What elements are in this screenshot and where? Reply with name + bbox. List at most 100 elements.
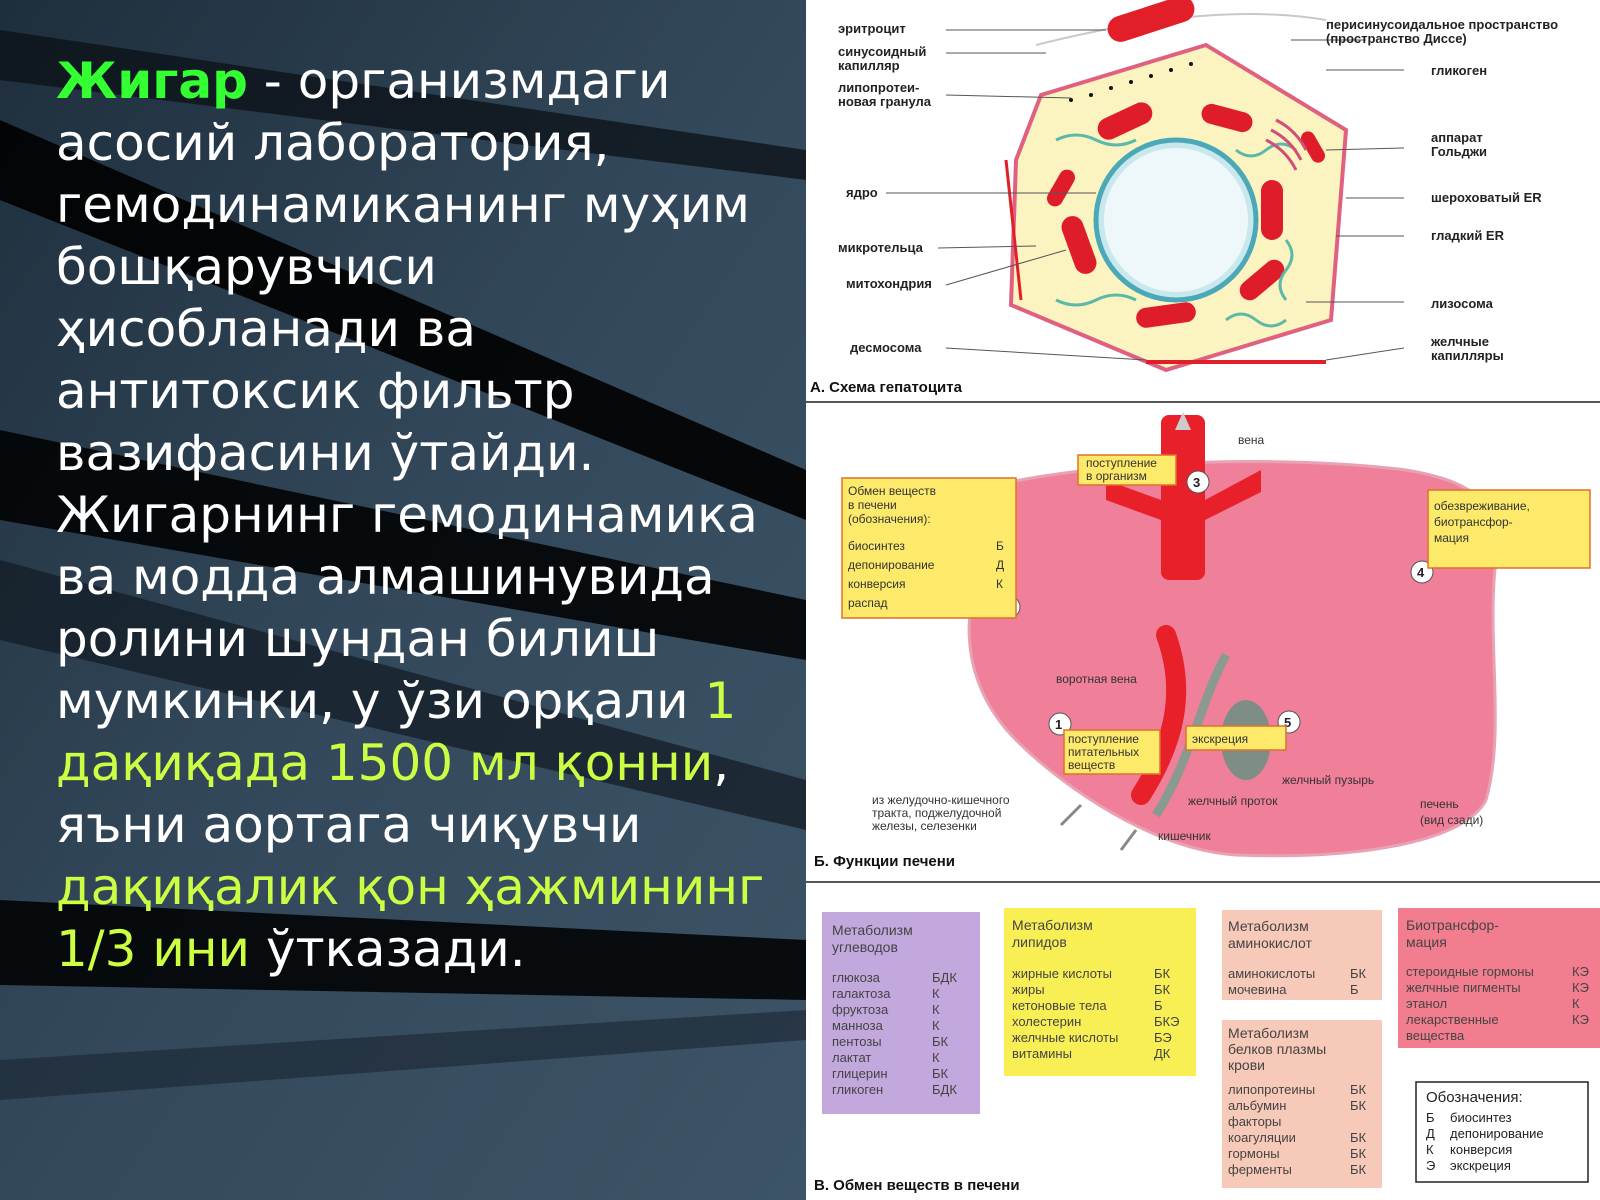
plasma-row-code: БК [1350, 1098, 1367, 1113]
legend-row-name: биосинтез [1450, 1110, 1512, 1125]
lipids-row-name: жиры [1012, 982, 1045, 997]
amino-row-name: аминокислоты [1228, 966, 1315, 981]
carbs-row-name: лактат [832, 1050, 871, 1065]
svg-text:крови: крови [1228, 1057, 1265, 1073]
carbs-row-name: галактоза [832, 986, 891, 1001]
label-bile-2: капилляры [1431, 348, 1504, 363]
label-disse-1: перисинусоидальное пространство [1326, 17, 1558, 32]
carbs-row-code: БДК [932, 970, 957, 985]
plasma-row-code: БК [1350, 1162, 1367, 1177]
svg-text:Обмен веществ: Обмен веществ [848, 484, 936, 498]
legend-row-code: Б [1426, 1110, 1435, 1125]
slide-main-text: Жигар - организмдаги асосий лаборатория,… [56, 50, 786, 980]
portal-vein [1131, 625, 1187, 805]
label-detox-1: обезвреживание, [1434, 499, 1530, 513]
carbs-row-code: К [932, 986, 940, 1001]
label-lipo-1: липопротеи- [838, 80, 919, 95]
label-golgi-1: аппарат [1431, 130, 1483, 145]
plasma-box [1222, 1020, 1382, 1188]
plasma-row-name: альбумин [1228, 1098, 1286, 1113]
lipids-row-name: кетоновые тела [1012, 998, 1107, 1013]
liver-functions-panel: 1 2 3 4 5 вена поступление в организм Об… [806, 412, 1600, 883]
keyword-liver: Жигар [56, 52, 248, 110]
svg-text:1: 1 [1055, 717, 1062, 732]
lipids-box [1004, 908, 1196, 1076]
carbs-row-code: К [932, 1050, 940, 1065]
legend-row-code: К [1426, 1142, 1434, 1157]
svg-text:аминокислот: аминокислот [1228, 935, 1312, 951]
highlight-blood-volume: 1 дақиқада 1500 мл қонни [56, 672, 737, 792]
amino-row-code: БК [1350, 966, 1367, 981]
highlight-cardiac-output: дақиқалик қон ҳажмининг 1/3 ини [56, 858, 765, 978]
label-erythrocyte: эритроцит [838, 21, 906, 36]
label-sinusoid-2: капилляр [838, 58, 900, 73]
text-part-3: ўтказади. [250, 920, 526, 978]
exchange-row-code: К [996, 577, 1003, 591]
biotrans-row-name: желчные пигменты [1406, 980, 1521, 995]
svg-text:мация: мация [1406, 934, 1447, 950]
svg-text:Метаболизм: Метаболизм [1228, 1025, 1309, 1041]
label-lipo-2: новая гранула [838, 94, 932, 109]
label-smooth-er: гладкий ER [1431, 228, 1505, 243]
exchange-legend-box: Обмен веществ в печени (обозначения): [841, 477, 1017, 619]
biotrans-row-code: КЭ [1572, 1012, 1589, 1027]
plasma-row-name: коагуляции [1228, 1130, 1296, 1145]
svg-text:Метаболизм: Метаболизм [1012, 917, 1093, 933]
plasma-row-name: липопротеины [1228, 1082, 1315, 1097]
label-intake-2: питательных [1068, 745, 1139, 759]
label-detox-2: биотрансфор- [1434, 515, 1513, 529]
label-mitochondria: митохондрия [846, 276, 932, 291]
biotrans-row-name: стероидные гормоны [1406, 964, 1534, 979]
exchange-row-name: конверсия [848, 577, 905, 591]
liver-figure: эритроцит синусоидный капилляр липопроте… [806, 0, 1600, 1200]
svg-text:белков плазмы: белков плазмы [1228, 1041, 1326, 1057]
svg-text:Метаболизм: Метаболизм [832, 922, 913, 938]
svg-text:(обозначения):: (обозначения): [848, 512, 931, 526]
svg-text:углеводов: углеводов [832, 939, 898, 955]
plasma-row-name: факторы [1228, 1114, 1281, 1129]
lipids-row-code: Б [1154, 998, 1163, 1013]
legend-row-name: депонирование [1450, 1126, 1544, 1141]
svg-text:Метаболизм: Метаболизм [1228, 918, 1309, 934]
label-vein: вена [1238, 433, 1265, 447]
lipids-row-name: витамины [1012, 1046, 1072, 1061]
label-intake-1: поступление [1068, 732, 1139, 746]
label-from-gi-2: тракта, поджелудочной [872, 806, 1001, 820]
lipids-row-code: БК [1154, 966, 1171, 981]
liver-functions-title: Б. Функции печени [814, 853, 955, 870]
carbs-row-name: фруктоза [832, 1002, 889, 1017]
legend-row-code: Э [1426, 1158, 1435, 1173]
exchange-row-code: Д [996, 558, 1004, 572]
exchange-row-name: биосинтез [848, 539, 905, 553]
label-glycogen: гликоген [1431, 63, 1487, 78]
label-liver-back-1: печень [1420, 797, 1459, 811]
lipoprotein-granules [1069, 62, 1193, 102]
biotrans-row-code: КЭ [1572, 980, 1589, 995]
plasma-row-code: БК [1350, 1082, 1367, 1097]
plasma-row-name: ферменты [1228, 1162, 1292, 1177]
golgi-apparatus [1265, 118, 1308, 171]
label-disse-2: (пространство Диссе) [1326, 31, 1467, 46]
svg-text:4: 4 [1417, 565, 1425, 580]
exchange-row-name: депонирование [848, 558, 935, 572]
biotrans-box [1398, 908, 1600, 1048]
svg-text:5: 5 [1284, 715, 1291, 730]
legend-row-code: Д [1426, 1126, 1435, 1141]
lipids-row-code: БЭ [1154, 1030, 1172, 1045]
carbs-row-code: БК [932, 1066, 949, 1081]
hepatocyte-title: А. Схема гепатоцита [810, 379, 963, 396]
amino-row-name: мочевина [1228, 982, 1287, 997]
hepatocyte-panel: эритроцит синусоидный капилляр липопроте… [806, 0, 1600, 403]
vena-cava [1161, 415, 1205, 580]
erythrocyte-shape [1107, 0, 1195, 42]
label-rough-er: шероховатый ER [1431, 190, 1542, 205]
amino-box [1222, 910, 1382, 1000]
label-nucleus: ядро [846, 185, 878, 200]
marker-3: 3 [1186, 470, 1210, 494]
hepatocyte-leader-lines [886, 29, 1405, 361]
label-desmosome: десмосома [850, 340, 922, 355]
biotrans-row-name: этанол [1406, 996, 1447, 1011]
biotrans-row-code: К [1572, 996, 1580, 1011]
mitochondria-shapes [1047, 102, 1325, 328]
